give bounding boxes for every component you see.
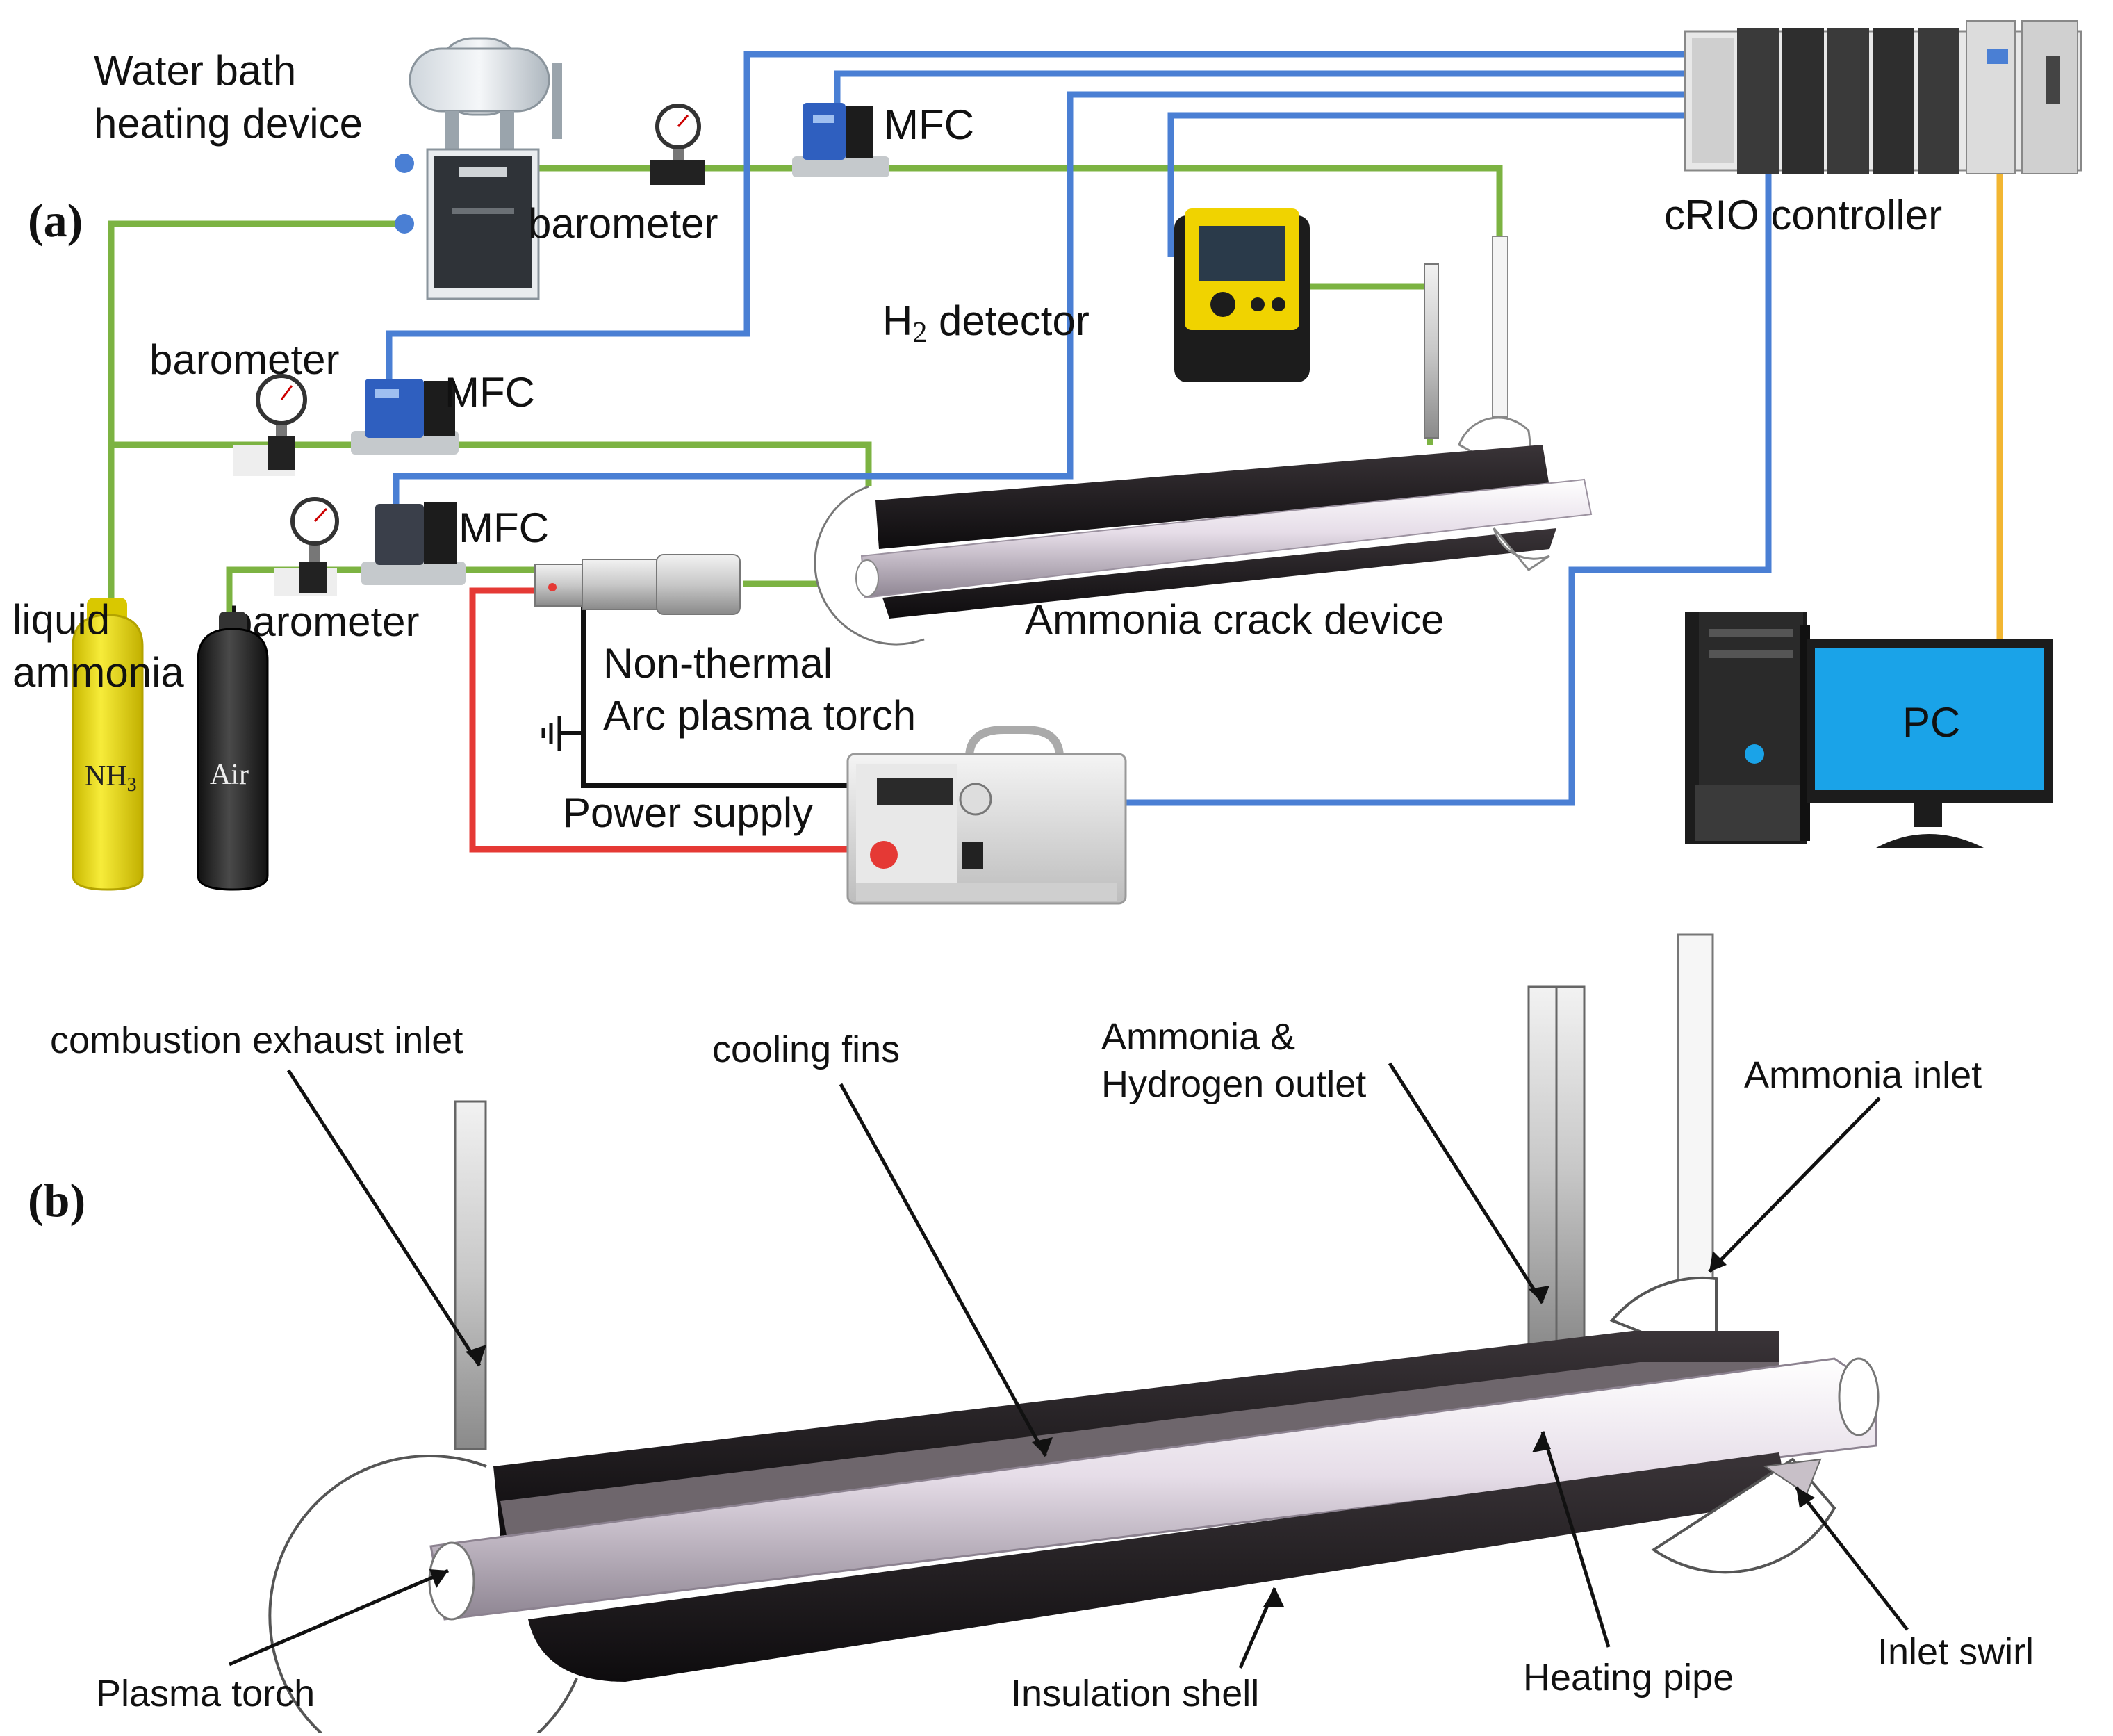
heating-pipe-label: Heating pipe [1523, 1657, 1734, 1698]
h2-detector-subscript: 2 [912, 317, 927, 349]
gas-line-detector [1306, 283, 1433, 445]
pc-monitor-icon [1807, 639, 2053, 848]
liquid-ammonia-label-line1: liquid [13, 596, 110, 643]
ammonia-crack-device-small [814, 236, 1593, 646]
insulation-shell-bottom [528, 1452, 1782, 1682]
cooling-fins-label: cooling fins [712, 1029, 900, 1070]
signal-line-1 [386, 51, 1744, 386]
power-lines [469, 587, 851, 853]
power-supply-label: Power supply [563, 789, 813, 836]
barometer-top-icon [650, 104, 705, 185]
mfc-top-label: MFC [884, 101, 974, 148]
water-bath-heater [395, 37, 562, 300]
mfc-low-icon [361, 502, 466, 585]
pipe-outlet-end [1838, 1357, 1880, 1436]
leader-arrowheads [429, 1251, 1815, 1607]
mfc-mid-icon [351, 379, 459, 455]
plasma-torch-end [428, 1541, 475, 1621]
mfc-low-label: MFC [459, 505, 549, 551]
exhaust-inlet-pipe [454, 1100, 487, 1450]
water-bath-label-line1: Water bath [94, 47, 296, 94]
power-ground-line [581, 605, 851, 788]
panel-b: (b) [28, 933, 2034, 1736]
signal-line-5 [1112, 160, 1772, 806]
air-label: Air [210, 759, 249, 791]
nh3-text: NH [85, 760, 127, 792]
signal-line-4 [1167, 112, 1744, 257]
ground-icon [541, 716, 561, 751]
water-bath-label-line2: heating device [94, 100, 363, 147]
panel-a-label: (a) [28, 194, 83, 247]
power-supply-icon [846, 726, 1127, 905]
signal-lines [386, 51, 1772, 806]
power-positive-line [469, 587, 851, 853]
nh3-cylinder-icon [72, 598, 144, 891]
barometer-mid-label: barometer [149, 336, 339, 383]
h2-detector-word: detector [927, 297, 1089, 344]
barometer-mid-icon [233, 374, 307, 476]
leader-lines [229, 1062, 1909, 1669]
gas-line-trunk [108, 220, 396, 612]
combustion-exhaust-inlet-label: combustion exhaust inlet [50, 1020, 463, 1061]
barometer-low-label: barometer [229, 598, 419, 645]
h2-detector-label: H2 detector [882, 297, 1090, 349]
ammonia-crack-device-large [268, 933, 1880, 1736]
signal-line-2 [834, 70, 1744, 108]
inlet-swirl-label: Inlet swirl [1877, 1631, 2034, 1673]
insulation-shell-label: Insulation shell [1011, 1673, 1259, 1714]
liquid-ammonia-label-line2: ammonia [13, 649, 184, 696]
h2-detector-icon [1174, 208, 1310, 382]
panel-a: (a) [13, 20, 2082, 905]
plasma-torch-b-label: Plasma torch [96, 1673, 315, 1714]
plasma-torch-label-line1: Non-thermal [603, 640, 832, 687]
outlet-label-line1: Ammonia & [1101, 1016, 1295, 1058]
plasma-torch-icon [534, 554, 741, 615]
ammonia-inlet-pipe [1677, 933, 1714, 1325]
barometer-top-label: barometer [528, 200, 718, 247]
panel-b-label: (b) [28, 1174, 85, 1227]
outlet-label-line2: Hydrogen outlet [1101, 1063, 1366, 1105]
crio-controller [1684, 20, 2082, 174]
pc-tower-icon [1685, 612, 1810, 844]
plasma-torch-label-line2: Arc plasma torch [603, 692, 916, 739]
inlet-swirl-vane [1763, 1458, 1822, 1496]
barometer-low-icon [274, 497, 339, 596]
ammonia-inlet-label: Ammonia inlet [1744, 1054, 1982, 1096]
h2-detector-h: H [882, 297, 912, 344]
nh3-subscript: 3 [127, 774, 137, 796]
mfc-mid-label: MFC [445, 369, 535, 416]
ammonia-crack-label: Ammonia crack device [1025, 596, 1445, 643]
nh3-label: NH3 [85, 760, 137, 796]
gas-line-ammonia-branch [111, 441, 872, 486]
pc-label: PC [1902, 699, 1960, 746]
crio-label: cRIO controller [1664, 192, 1942, 238]
signal-line-3 [393, 91, 1744, 511]
mfc-top-icon [792, 103, 889, 177]
air-cylinder-icon [197, 612, 269, 891]
outlet-pipe-2 [1555, 985, 1586, 1350]
